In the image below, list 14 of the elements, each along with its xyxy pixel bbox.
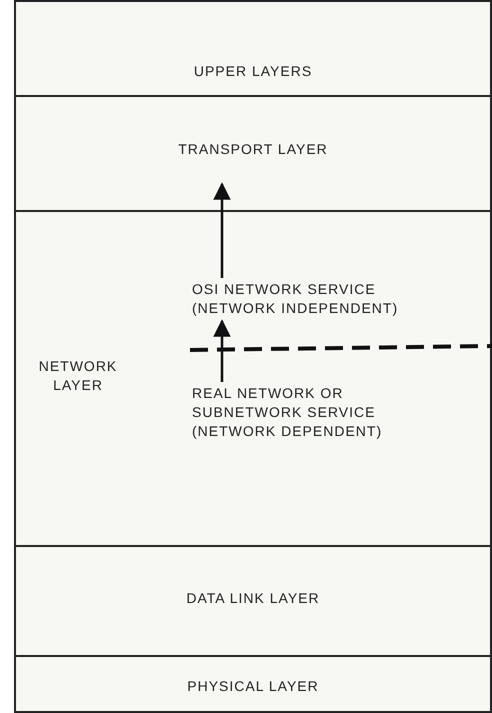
layer-band <box>14 0 492 97</box>
layer-name: PHYSICAL LAYER <box>187 677 319 696</box>
layer-band <box>14 95 492 212</box>
layer-name: TRANSPORT LAYER <box>178 140 328 159</box>
layer-band <box>14 210 492 547</box>
layer-name: UPPER LAYERS <box>194 62 312 81</box>
service-label: REAL NETWORK OR SUBNETWORK SERVICE (NETWORK DEPENDENT) <box>192 384 397 441</box>
layer-name: DATA LINK LAYER <box>186 589 320 608</box>
service-label: OSI NETWORK SERVICE (NETWORK INDEPENDENT) <box>192 280 414 318</box>
layer-band <box>14 655 492 713</box>
layer-band <box>14 545 492 657</box>
arrow <box>213 319 231 382</box>
layer-name: NETWORK LAYER <box>38 357 118 395</box>
arrow <box>213 182 231 278</box>
